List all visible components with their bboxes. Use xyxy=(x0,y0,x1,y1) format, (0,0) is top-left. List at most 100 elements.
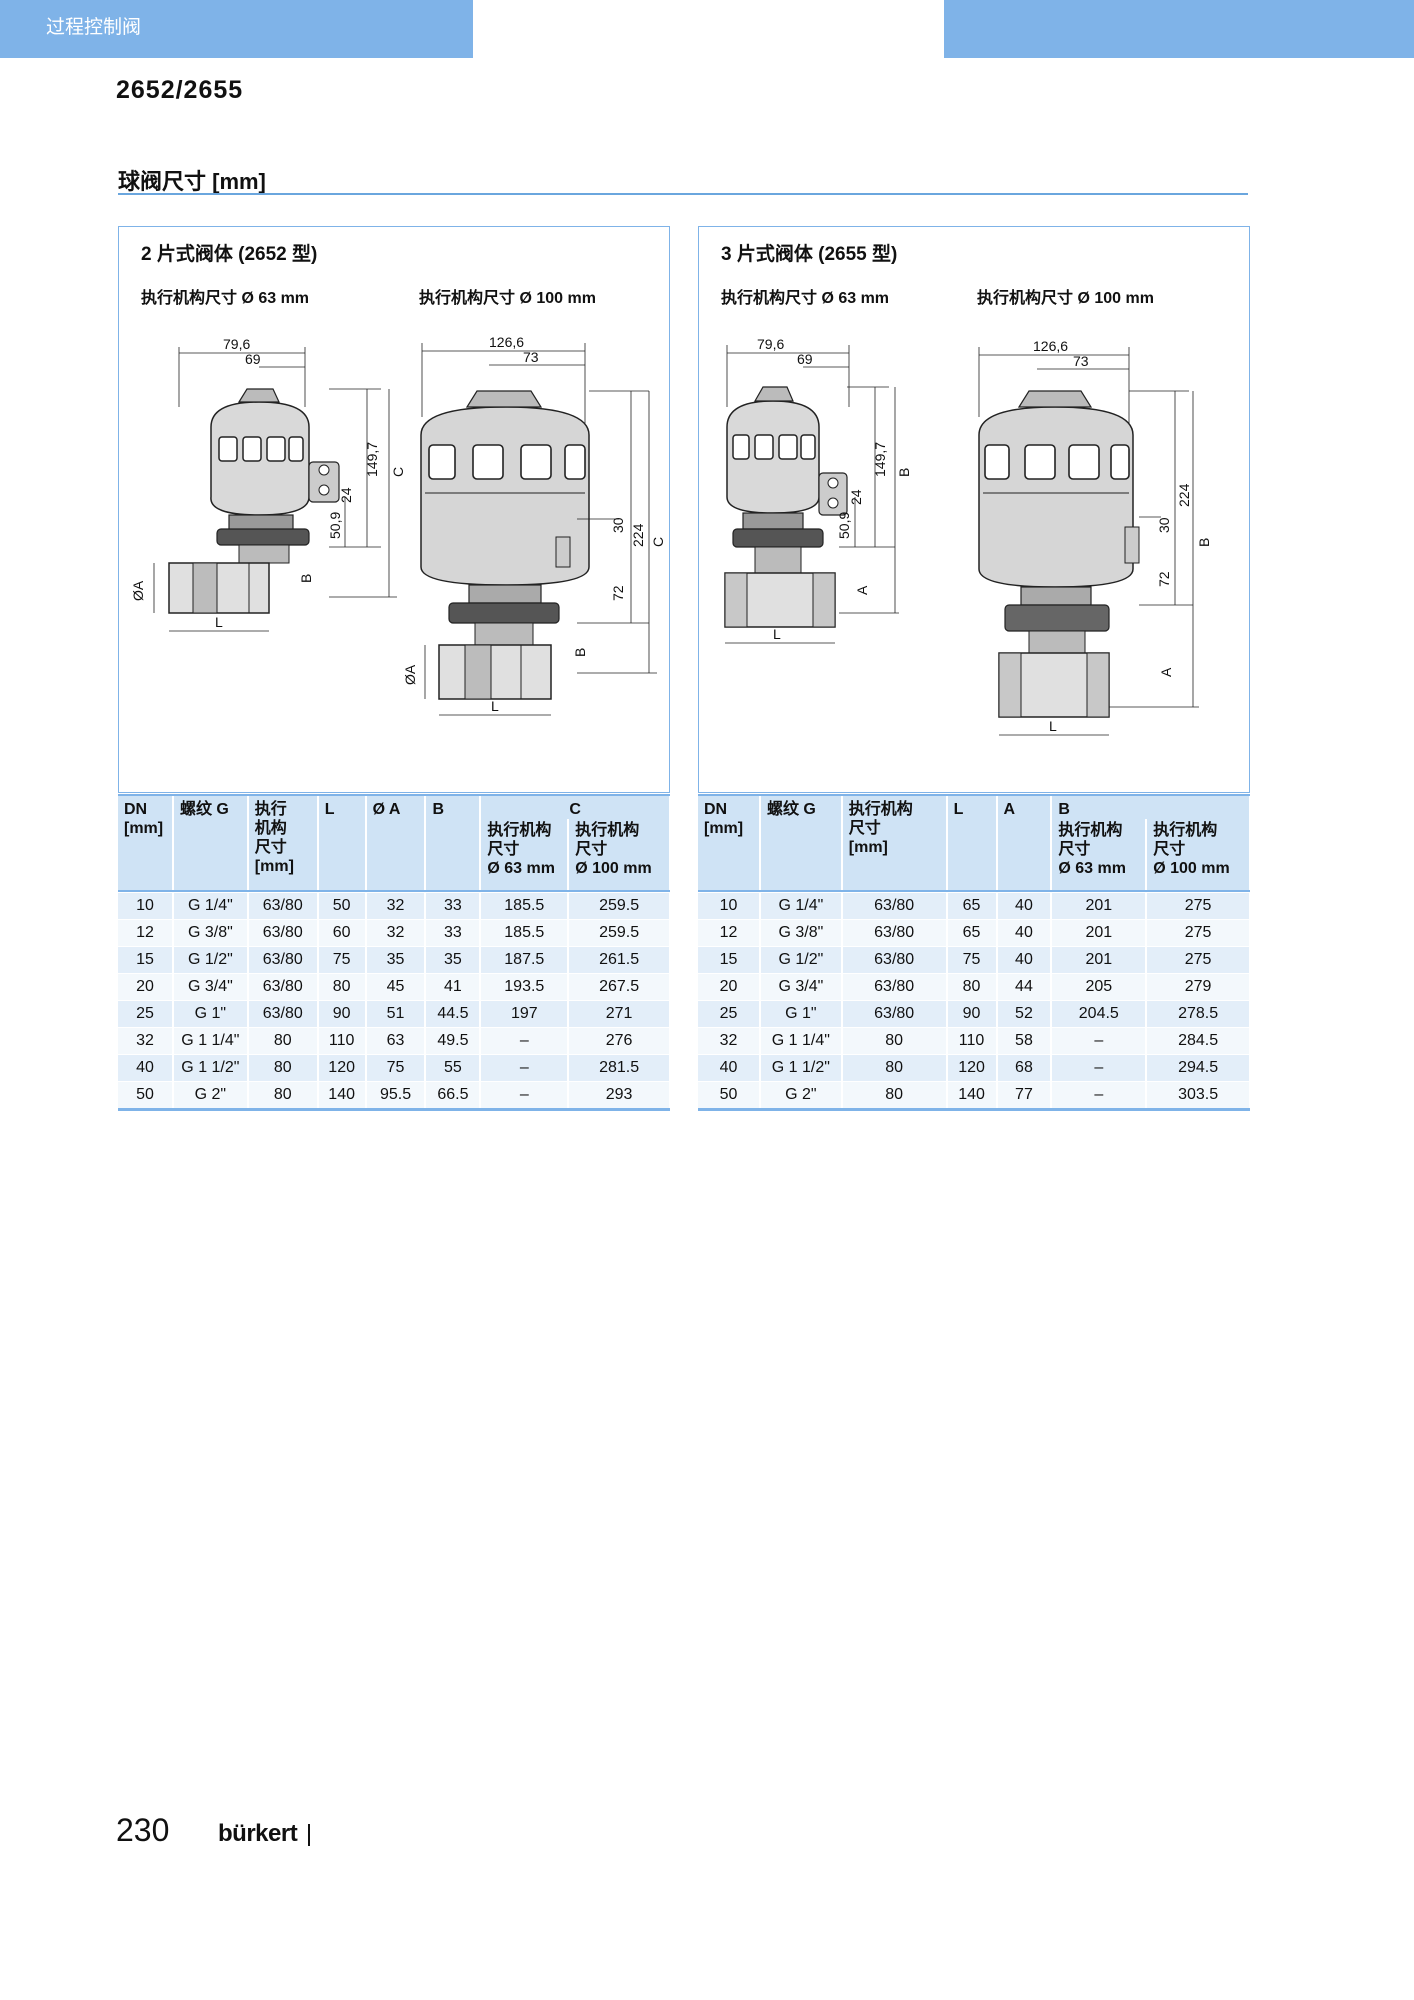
cell-b100: 275 xyxy=(1146,946,1251,974)
cell-c100: 281.5 xyxy=(568,1054,671,1082)
valve-drawing-small: 79,6 69 149,7 xyxy=(130,336,406,632)
cell-b: 66.5 xyxy=(425,1081,482,1108)
header-right-bar xyxy=(944,0,1414,58)
cell-a: 68 xyxy=(996,1054,1053,1082)
valve-drawing-small: 79,6 69 149,7 50,9 24 B xyxy=(724,336,912,644)
cell-g: G 1" xyxy=(759,1000,843,1028)
drawing-2655: 79,6 69 149,7 50,9 24 B xyxy=(724,336,1212,736)
cell-dn: 32 xyxy=(118,1027,174,1055)
cell-l: 80 xyxy=(317,973,367,1001)
cell-b63: – xyxy=(1051,1081,1148,1108)
cell-g: G 1 1/2" xyxy=(172,1054,249,1082)
dim-height-1-large: 224 xyxy=(630,523,646,547)
cell-a: 75 xyxy=(365,1054,427,1082)
dim-c: C xyxy=(390,467,406,477)
cell-b: 49.5 xyxy=(425,1027,482,1055)
cell-l: 110 xyxy=(317,1027,367,1055)
cell-l: 50 xyxy=(317,892,367,920)
cell-b100: 275 xyxy=(1146,919,1251,947)
col-actuator: 执行机构尺寸[mm] xyxy=(841,796,948,890)
panel-title: 2 片式阀体 (2652 型) xyxy=(141,244,318,265)
cell-act: 80 xyxy=(841,1081,948,1108)
cell-g: G 1 1/4" xyxy=(759,1027,843,1055)
dim-height-3-large: 30 xyxy=(1156,517,1172,533)
dim-height-3: 24 xyxy=(848,489,864,505)
cell-b: 35 xyxy=(425,946,482,974)
cell-act: 63/80 xyxy=(841,1000,948,1028)
cell-l: 140 xyxy=(317,1081,367,1108)
cell-dn: 12 xyxy=(118,919,174,947)
dim-width-1-large: 126,6 xyxy=(1033,338,1068,354)
dim-height-2: 50,9 xyxy=(836,512,852,539)
cell-b100: 284.5 xyxy=(1146,1027,1251,1055)
cell-c100: 267.5 xyxy=(568,973,671,1001)
cell-g: G 1 1/4" xyxy=(172,1027,249,1055)
dim-height-2-large: 72 xyxy=(610,585,626,601)
cell-b63: 201 xyxy=(1051,946,1148,974)
dim-a: A xyxy=(854,585,870,595)
dim-width-1-large: 126,6 xyxy=(489,334,524,350)
cell-dn: 40 xyxy=(698,1054,761,1082)
cell-l: 65 xyxy=(946,892,998,920)
dim-width-1: 79,6 xyxy=(223,336,250,352)
cell-b100: 294.5 xyxy=(1146,1054,1251,1082)
valve-drawing-large: 126,6 73 224 72 30 B A xyxy=(978,338,1212,736)
dim-height-2-large: 72 xyxy=(1156,571,1172,587)
cell-g: G 2" xyxy=(759,1081,843,1108)
cell-l: 75 xyxy=(317,946,367,974)
cell-c63: 187.5 xyxy=(480,946,570,974)
dim-width-2: 69 xyxy=(797,351,813,367)
col-l: L xyxy=(317,796,367,890)
cell-g: G 1/2" xyxy=(759,946,843,974)
col-dn: DN[mm] xyxy=(698,796,761,890)
cell-dn: 20 xyxy=(118,973,174,1001)
cell-act: 63/80 xyxy=(247,1000,319,1028)
header-category-bar: 过程控制阀 xyxy=(0,0,473,58)
cell-dn: 15 xyxy=(118,946,174,974)
cell-a: 40 xyxy=(996,946,1053,974)
cell-g: G 3/8" xyxy=(759,919,843,947)
cell-g: G 1" xyxy=(172,1000,249,1028)
cell-l: 90 xyxy=(317,1000,367,1028)
brand-divider xyxy=(308,1824,310,1846)
dim-l-large: L xyxy=(491,698,499,714)
cell-b63: 201 xyxy=(1051,919,1148,947)
cell-act: 63/80 xyxy=(841,973,948,1001)
cell-a: 40 xyxy=(996,919,1053,947)
actuator-63-label: 执行机构尺寸 Ø 63 mm xyxy=(721,290,890,307)
cell-a: 40 xyxy=(996,892,1053,920)
cell-b100: 303.5 xyxy=(1146,1081,1251,1108)
model-title: 2652/2655 xyxy=(116,76,244,104)
cell-b: 44.5 xyxy=(425,1000,482,1028)
cell-dn: 25 xyxy=(118,1000,174,1028)
dim-a-large: A xyxy=(1158,667,1174,677)
actuator-100-label: 执行机构尺寸 Ø 100 mm xyxy=(977,290,1154,307)
cell-l: 120 xyxy=(317,1054,367,1082)
drawing-2652: 79,6 69 149,7 xyxy=(130,334,666,716)
cell-c63: – xyxy=(480,1054,570,1082)
page-number: 230 xyxy=(116,1812,170,1848)
panel-2652: 2 片式阀体 (2652 型) 执行机构尺寸 Ø 63 mm 执行机构尺寸 Ø … xyxy=(118,226,670,793)
cell-act: 80 xyxy=(247,1054,319,1082)
cell-c100: 271 xyxy=(568,1000,671,1028)
cell-c63: 185.5 xyxy=(480,892,570,920)
col-a: Ø A xyxy=(365,796,427,890)
valve-drawing-large: 126,6 73 224 72 30 C B xyxy=(402,334,666,716)
section-title: 球阀尺寸 [mm] xyxy=(118,169,266,194)
cell-a: 52 xyxy=(996,1000,1053,1028)
cell-g: G 3/4" xyxy=(172,973,249,1001)
cell-dn: 20 xyxy=(698,973,761,1001)
cell-b63: 201 xyxy=(1051,892,1148,920)
